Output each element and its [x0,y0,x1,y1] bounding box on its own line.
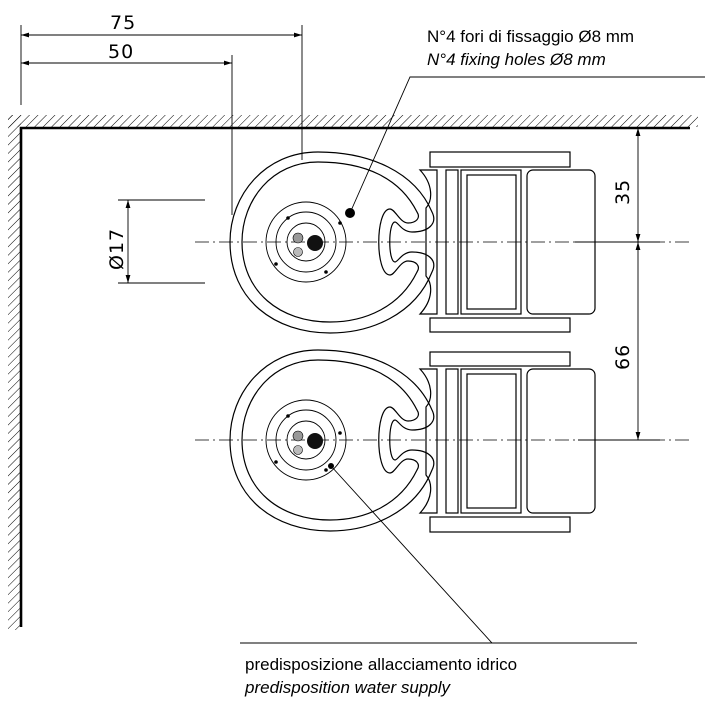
fixing-holes-note-en: N°4 fixing holes Ø8 mm [427,50,606,69]
walls [8,115,698,630]
washbasin-top [229,151,435,334]
chair-bottom [418,351,596,533]
water-supply-note: predisposizione allacciamento idrico pre… [244,655,517,697]
water-supply-note-it: predisposizione allacciamento idrico [245,655,517,674]
dimension-75: 75 [20,12,303,160]
dimension-35-66: 35 66 [575,128,660,441]
dimension-75-label: 75 [110,12,136,34]
fixing-holes-leader [349,76,705,214]
fixing-holes-note: N°4 fori di fissaggio Ø8 mm N°4 fixing h… [427,27,634,69]
dimension-50-label: 50 [108,41,134,63]
dimension-50: 50 [21,41,233,215]
fixing-holes-note-it: N°4 fori di fissaggio Ø8 mm [427,27,634,46]
washbasin-bottom [229,349,435,532]
water-supply-note-en: predisposition water supply [244,678,452,697]
left-wall-hatch [8,115,21,630]
dimension-66-label: 66 [612,344,634,370]
wall-line [19,126,690,627]
dimension-diameter: Ø17 [106,199,205,284]
water-supply-leader [240,465,637,644]
top-wall-hatch [8,115,698,127]
dimension-diameter-label: Ø17 [106,228,128,270]
chair-top [418,151,596,333]
dimension-35-label: 35 [612,179,634,205]
